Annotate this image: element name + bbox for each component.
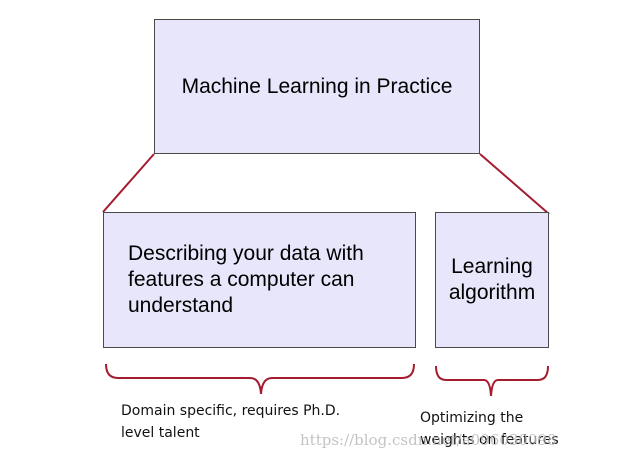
feature-description-line: Describing your data with	[128, 242, 364, 265]
domain-specific-note: Domain specific, requires Ph.D. level ta…	[121, 400, 340, 444]
connector-left	[102, 153, 155, 213]
machine-learning-box: Machine Learning in Practice	[154, 19, 480, 154]
connector-right	[479, 153, 550, 215]
feature-description-box: Describing your data with features a com…	[103, 212, 416, 348]
watermark: https://blog.csdn.net/a096030098	[300, 431, 557, 449]
learning-algorithm-line: algorithm	[448, 281, 536, 304]
domain-specific-note-line: Domain specific, requires Ph.D.	[121, 403, 341, 419]
feature-description-line: understand	[128, 294, 234, 317]
brace-left	[105, 363, 415, 395]
domain-specific-note-line: level talent	[121, 425, 200, 441]
brace-right	[435, 365, 549, 397]
learning-algorithm-box: Learning algorithm	[435, 212, 549, 348]
optimizing-weights-note-line: weights on features	[420, 432, 559, 448]
machine-learning-label: Machine Learning in Practice	[181, 74, 453, 98]
feature-description-line: features a computer can	[128, 268, 355, 291]
optimizing-weights-note-line: Optimizing the	[420, 410, 524, 426]
learning-algorithm-line: Learning	[451, 255, 533, 278]
optimizing-weights-note: Optimizing the weights on features	[420, 407, 559, 451]
